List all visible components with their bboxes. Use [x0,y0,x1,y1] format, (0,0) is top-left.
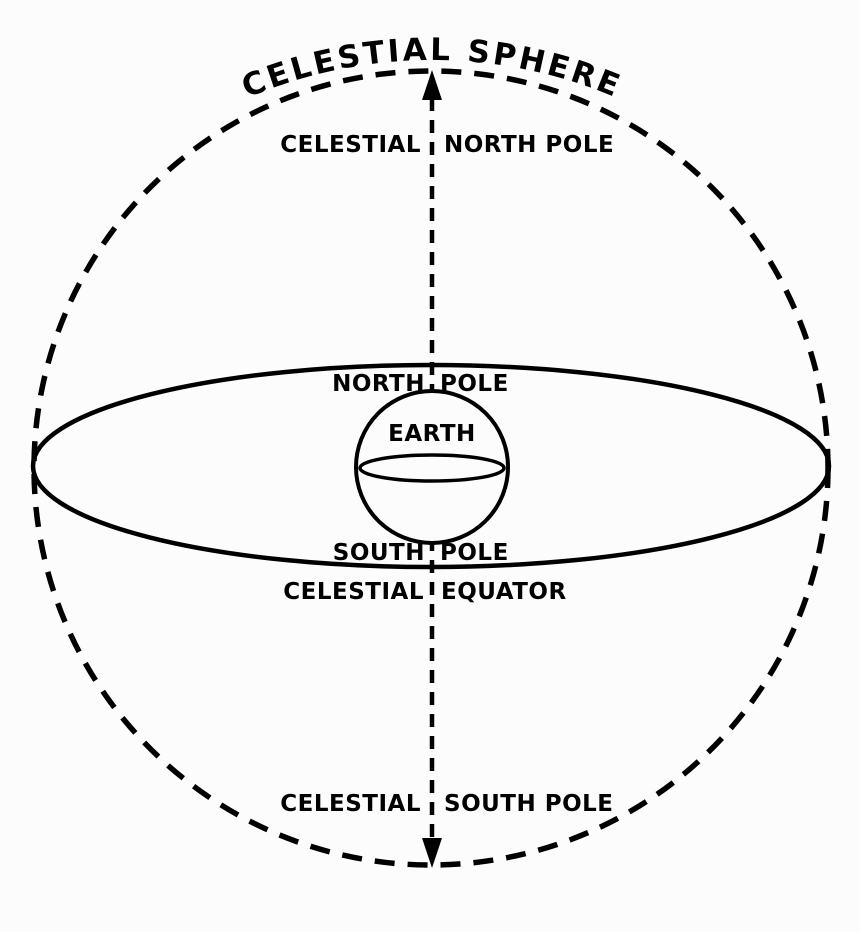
label-celestial-north-pole-right: NORTH POLE [444,132,614,158]
label-celestial-south-pole-right: SOUTH POLE [444,791,614,817]
label-earth-south-pole-right: POLE [440,540,509,566]
south-axis-arrowhead [422,838,442,868]
celestial-equator-ellipse [30,362,832,570]
label-celestial-north-pole-left: CELESTIAL [280,132,421,158]
label-celestial-equator-right: EQUATOR [441,579,567,605]
earth-equator-ellipse [358,453,506,483]
label-earth: EARTH [388,421,476,447]
label-celestial-south-pole-left: CELESTIAL [280,791,421,817]
label-earth-north-pole-left: NORTH [332,371,425,397]
label-earth-south-pole-left: SOUTH [333,540,425,566]
north-axis-arrowhead [422,70,442,100]
label-earth-north-pole-right: POLE [440,371,509,397]
label-celestial-equator-left: CELESTIAL [283,579,424,605]
earth-circle [354,389,510,545]
